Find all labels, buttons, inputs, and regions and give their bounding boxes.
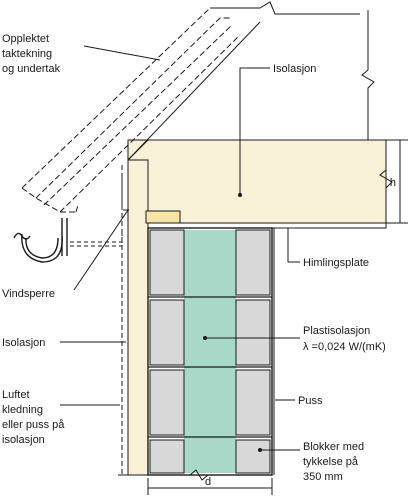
- block-left-2: [149, 299, 185, 366]
- dimension-h-label: h: [390, 177, 396, 189]
- blocks-dot: [258, 448, 262, 452]
- bottom-break-line: [118, 469, 272, 481]
- label-insulation-side: Isolasjon: [2, 337, 45, 349]
- label-ceiling-board: Himlingsplate: [303, 257, 369, 269]
- plastic-insulation-dot: [203, 336, 207, 340]
- insulation-right-break: [379, 140, 393, 223]
- label-blocks-3: 350 mm: [303, 471, 343, 483]
- label-wind-barrier: Vindsperre: [2, 288, 55, 300]
- label-roof-cover-1: Opplektet: [2, 33, 49, 45]
- dimension-d-label: d: [205, 476, 211, 488]
- block-joints: [148, 296, 272, 438]
- roof-rafter-solid: [127, 21, 261, 161]
- block-rows: [149, 229, 271, 474]
- block-right-3: [235, 369, 271, 436]
- label-plaster: Puss: [298, 395, 323, 407]
- gutter: [13, 218, 68, 263]
- dimension-d: [147, 478, 273, 495]
- label-ventilated-4: isolasjon: [2, 434, 45, 446]
- roof-outline-break: [210, 1, 360, 15]
- ceiling-board: [147, 222, 387, 229]
- block-left-3: [149, 369, 185, 436]
- label-plastic-insulation: Plastisolasjon: [303, 325, 370, 337]
- label-blocks-1: Blokker med: [303, 441, 364, 453]
- label-roof-cover-2: taktekning: [2, 48, 52, 60]
- leader-lines: [60, 45, 300, 451]
- insulation-dot: [238, 193, 242, 197]
- block-left-4: [149, 439, 185, 474]
- block-right-4: [235, 439, 271, 474]
- wall-top-plate: [145, 210, 181, 224]
- exterior-insulation: [127, 159, 149, 476]
- label-ventilated-3: eller puss på: [2, 419, 65, 431]
- label-ventilated-1: Luftet: [2, 389, 30, 401]
- label-insulation-top: Isolasjon: [273, 63, 316, 75]
- right-break-line: [361, 10, 375, 140]
- label-lambda: λ =0,024 W/(mK): [303, 341, 386, 353]
- label-ventilated-2: kledning: [2, 404, 43, 416]
- block-right-2: [235, 299, 271, 366]
- block-right-1: [235, 229, 271, 296]
- label-roof-cover-3: og undertak: [2, 63, 61, 75]
- dimension-h: [378, 139, 408, 224]
- plastic-insulation-core: [184, 230, 236, 473]
- ceiling-insulation: [127, 139, 387, 224]
- label-blocks-2: tykkelse på: [303, 456, 359, 468]
- block-left-1: [149, 229, 185, 296]
